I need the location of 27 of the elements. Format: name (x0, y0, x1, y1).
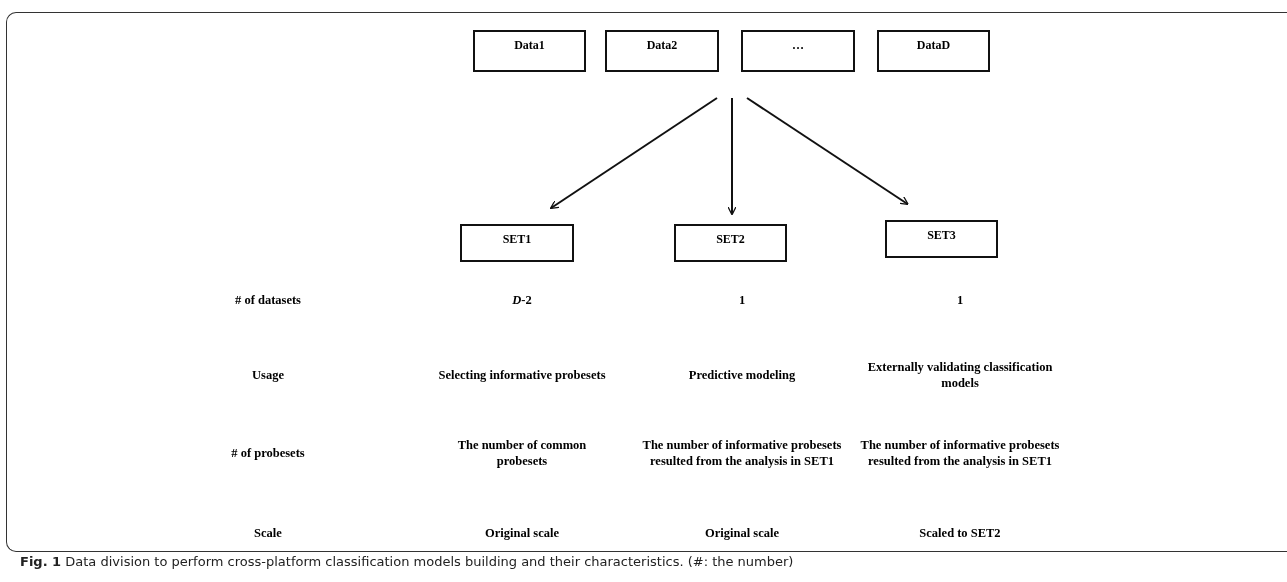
table-cell-text: Original scale (704, 525, 780, 541)
table-cell-text: Original scale (484, 525, 560, 541)
row-header: # of probesets (230, 445, 306, 461)
table-cell-text: D-2 (511, 292, 533, 308)
data-box: DataD (877, 30, 990, 72)
row-header: # of datasets (234, 292, 302, 308)
table-cell-text: The number of common probesets (456, 437, 588, 469)
arrow (746, 97, 909, 206)
row-header: Scale (253, 525, 283, 541)
table-cell-text: 1 (737, 292, 747, 308)
table-cell: The number of informative probesets resulted from the analysis in SET1 (860, 437, 1060, 469)
data-box: SET2 (674, 224, 787, 262)
table-cell-text: 1 (955, 292, 965, 308)
table-cell-text: Externally validating classification models (866, 359, 1054, 391)
figure-caption: Fig. 1 Data division to perform cross-platform classification models building and their characteristics. (#: the number) (20, 554, 794, 569)
table-cell: The number of informative probesets resulted from the analysis in SET1 (642, 437, 842, 469)
data-box: SET1 (460, 224, 574, 262)
row-header: Usage (251, 367, 285, 383)
table-cell-text: Predictive modeling (687, 367, 797, 383)
table-cell-text: Selecting informative probesets (437, 367, 607, 383)
data-box: Data2 (605, 30, 719, 72)
data-box: Data1 (473, 30, 586, 72)
data-box: … (741, 30, 855, 72)
data-box: SET3 (885, 220, 998, 258)
arrow (727, 97, 737, 216)
table-cell-text: Scaled to SET2 (918, 525, 1002, 541)
arrow (549, 97, 718, 210)
